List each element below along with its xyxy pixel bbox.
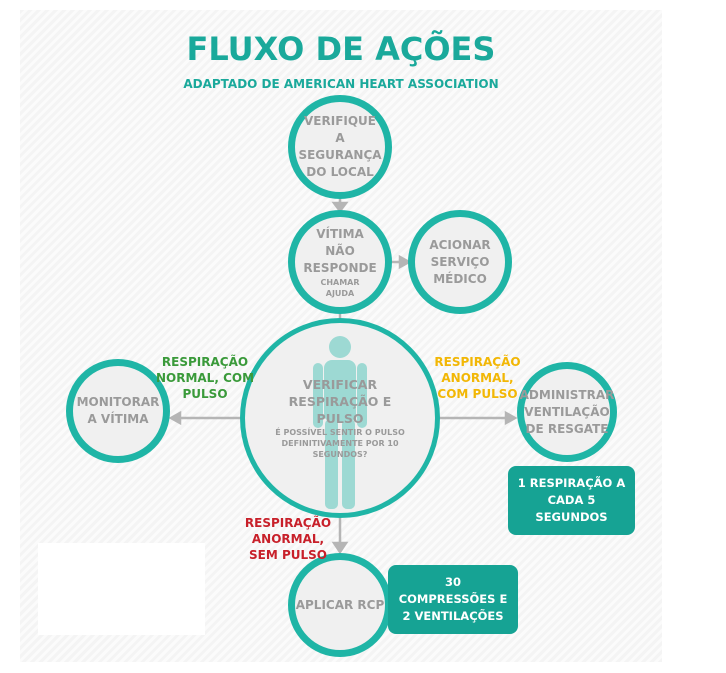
node-call-service: ACIONAR SERVIÇO MÉDICO [408, 210, 512, 314]
page-title: FLUXO DE AÇÕES [186, 30, 496, 68]
node-check: VERIFICAR RESPIRAÇÃO E PULSO É POSSÍVEL … [240, 318, 440, 518]
node-monitor: MONITORAR A VÍTIMA [66, 359, 170, 463]
node-rescue-breathing: ADMINISTRAR VENTILAÇÃO DE RESGATE [517, 362, 617, 462]
box-cpr-ratio: 30 COMPRESSÕES E 2 VENTILAÇÕES [388, 565, 518, 634]
label-normal-breathing: RESPIRAÇÃO NORMAL, COM PULSO [155, 355, 255, 401]
node-cpr: APLICAR RCP [288, 553, 392, 657]
page-subtitle: ADAPTADO DE AMERICAN HEART ASSOCIATION [183, 77, 499, 91]
blank-area [38, 543, 205, 635]
box-rescue-rate: 1 RESPIRAÇÃO A CADA 5 SEGUNDOS [508, 466, 635, 535]
label-abnormal-no-pulse: RESPIRAÇÃO ANORMAL, SEM PULSO [244, 516, 332, 562]
label-abnormal-with-pulse: RESPIRAÇÃO ANORMAL, COM PULSO [434, 355, 521, 401]
node-safety: VERIFIQUE A SEGURANÇA DO LOCAL [288, 95, 392, 199]
human-silhouette-icon [313, 336, 367, 509]
